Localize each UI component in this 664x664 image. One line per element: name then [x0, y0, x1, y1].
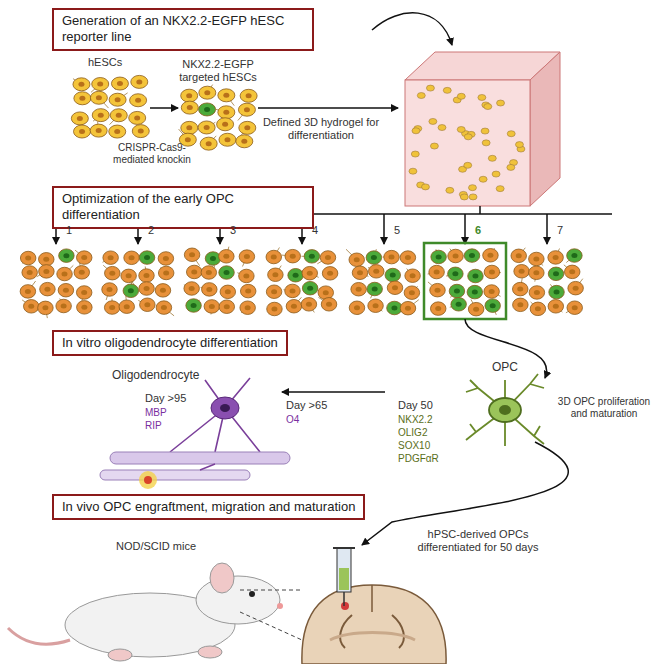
- label: PDGFαR: [398, 453, 439, 465]
- arrow: [465, 319, 547, 378]
- section-title: In vitro oligodendrocyte differentiation: [62, 335, 278, 351]
- highlight-box: [424, 243, 506, 319]
- label: NKX2.2: [398, 414, 432, 426]
- cube-cell: [468, 185, 476, 191]
- label: OPC: [492, 360, 518, 374]
- cube-cell: [443, 87, 451, 93]
- label: hESCs: [88, 56, 122, 69]
- cube-cell: [411, 151, 419, 157]
- callout-number: 6: [475, 224, 481, 237]
- cube-cell: [507, 131, 515, 137]
- cube-cell: [446, 187, 454, 193]
- section-header: In vivo OPC engraftment, migration and m…: [52, 494, 365, 520]
- cube-cell: [429, 118, 437, 124]
- opc-cell: [466, 374, 544, 446]
- cell-cluster: [184, 247, 256, 315]
- section-title: In vivo OPC engraftment, migration and m…: [62, 499, 355, 515]
- cube-cell: [496, 186, 504, 192]
- label: O4: [286, 414, 299, 426]
- arrow: [546, 214, 548, 244]
- label: Day >95: [145, 392, 186, 405]
- arrow: [150, 107, 178, 109]
- cell-cluster: [428, 248, 501, 316]
- cube-cell: [417, 93, 425, 99]
- arrow: [258, 107, 398, 109]
- label: Day >65: [286, 399, 327, 412]
- label: RIP: [145, 420, 162, 432]
- callout-number: 7: [557, 224, 563, 237]
- section-title: Generation of an NKX2.2-EGFP hESC report…: [62, 13, 304, 46]
- label: MBP: [145, 407, 167, 419]
- label: OLIG2: [398, 427, 427, 439]
- cube-cell: [469, 194, 477, 200]
- cube-cell: [484, 104, 492, 110]
- cube-cell: [464, 134, 472, 140]
- arrow: [372, 13, 452, 45]
- line: [479, 206, 481, 214]
- cube-cell: [457, 126, 465, 132]
- cube-cell: [515, 142, 523, 148]
- hydrogel-cube: [405, 52, 560, 206]
- cell-cluster: [71, 75, 149, 138]
- cube-cell: [478, 94, 486, 100]
- cube-cell: [507, 164, 515, 170]
- cube-cell: [497, 100, 505, 106]
- label: Defined 3D hydrogel for differentiation: [262, 116, 380, 142]
- label: CRISPR-Cas9-mediated knockin: [108, 142, 196, 166]
- cube-cell: [492, 171, 500, 177]
- section-header: In vitro oligodendrocyte differentiation: [52, 330, 288, 356]
- cell-cluster: [511, 248, 583, 316]
- arrow: [464, 214, 466, 244]
- section-header: Optimization of the early OPC differenti…: [52, 186, 314, 229]
- arrow: [383, 214, 385, 244]
- label: hPSC-derived OPCs differentiated for 50 …: [398, 528, 558, 554]
- cube-cell: [438, 125, 446, 131]
- cube-cell: [426, 85, 434, 91]
- label: Oligodendrocyte: [112, 368, 199, 382]
- cube-cell: [464, 162, 472, 168]
- cube-cell: [412, 128, 420, 134]
- cube-cell: [479, 176, 487, 182]
- cell-cluster: [346, 249, 420, 315]
- brain-section: [302, 585, 446, 664]
- label: SOX10: [398, 440, 430, 452]
- callout-number: 3: [230, 224, 236, 237]
- oligodendrocyte: [100, 378, 290, 489]
- callout-number: 5: [394, 224, 400, 237]
- cube-cell: [481, 128, 489, 134]
- cube-cell: [457, 93, 465, 99]
- syringe: [333, 548, 355, 606]
- section-header: Generation of an NKX2.2-EGFP hESC report…: [52, 8, 314, 51]
- label: NOD/SCID mice: [116, 540, 196, 553]
- cell-cluster: [266, 247, 338, 315]
- cube-cell: [409, 168, 417, 174]
- label: 3D OPC proliferation and maturation: [550, 396, 658, 420]
- cell-cluster: [20, 249, 92, 318]
- label: NKX2.2-EGFP targeted hESCs: [168, 58, 268, 84]
- cell-cluster: [102, 251, 174, 316]
- section-title: Optimization of the early OPC differenti…: [62, 191, 304, 224]
- label: Day 50: [398, 399, 433, 412]
- callout-number: 2: [148, 224, 154, 237]
- mouse: [8, 563, 302, 661]
- cube-cell: [488, 155, 496, 161]
- callout-number: 1: [66, 224, 72, 237]
- cell-cluster: [179, 85, 257, 151]
- cube-cell: [421, 184, 429, 190]
- arrow: [282, 391, 385, 393]
- cube-cell: [430, 143, 438, 149]
- callout-number: 4: [312, 224, 318, 237]
- cube-cell: [460, 194, 468, 200]
- cube-cell: [482, 140, 490, 146]
